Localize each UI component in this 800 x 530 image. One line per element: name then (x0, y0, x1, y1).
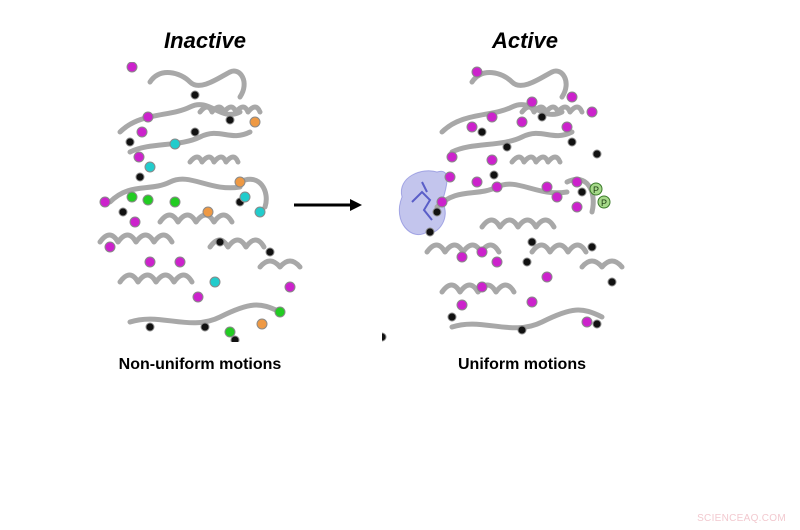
transition-arrow (294, 199, 362, 211)
active-protein-structure: P P (382, 66, 625, 342)
watermark: SCIENCEAQ.COM (697, 513, 786, 524)
inactive-protein-structure (97, 62, 303, 342)
svg-text:P: P (601, 198, 607, 208)
svg-text:P: P (593, 185, 599, 195)
active-title: Active (491, 28, 559, 53)
active-caption: Uniform motions (458, 356, 586, 373)
inactive-title: Inactive (164, 28, 246, 53)
ligand-surface (398, 170, 448, 235)
phosphorylation-marks: P P (589, 182, 611, 209)
inactive-caption: Non-uniform motions (118, 356, 282, 373)
